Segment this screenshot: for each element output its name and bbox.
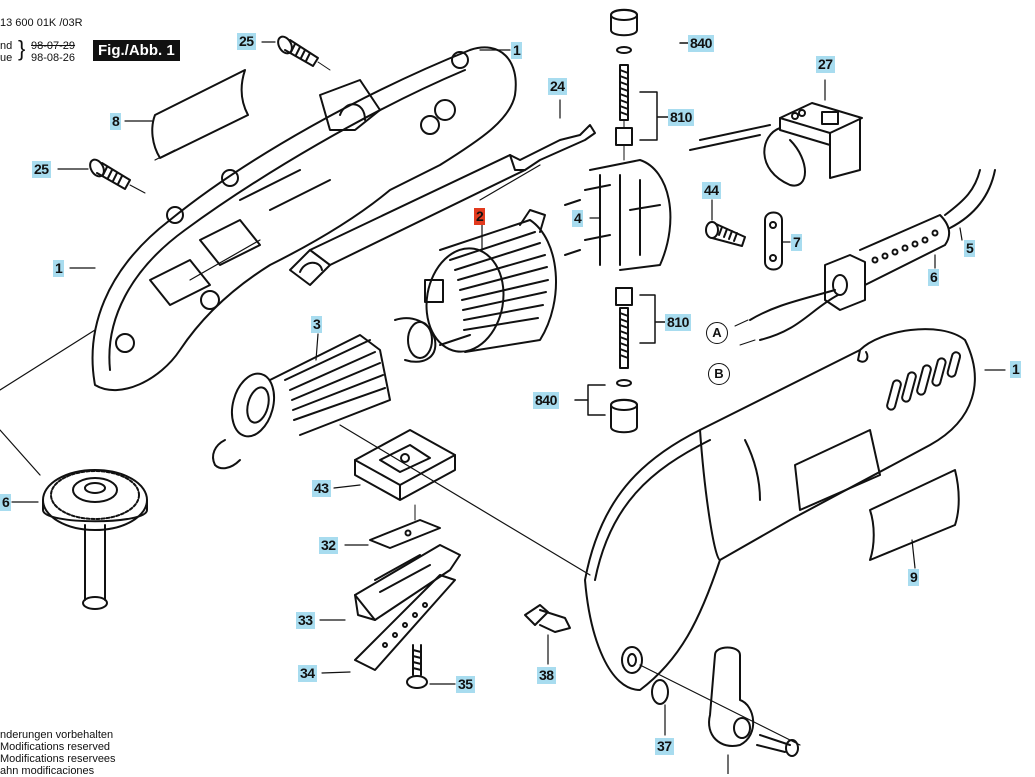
screw-44 <box>705 221 746 247</box>
callout-6-left: 6 <box>0 494 12 511</box>
brush-holder-4 <box>564 159 672 271</box>
screw-25-top <box>277 35 331 71</box>
armature-3 <box>212 317 471 470</box>
callout-25-top: 25 <box>237 33 256 50</box>
clip-38 <box>524 604 571 633</box>
callout-1-right: 1 <box>1010 361 1022 378</box>
stand-date: 98-07-29 <box>31 40 76 52</box>
plate-32 <box>369 504 441 549</box>
issue-date: 98-08-26 <box>31 52 76 64</box>
retaining-ring-37 <box>651 679 669 705</box>
part-number: 13 600 01K /03R <box>0 17 83 29</box>
label-plate-9 <box>869 469 960 561</box>
callout-8: 8 <box>110 113 122 130</box>
figure-label: Fig./Abb. 1 <box>93 40 180 61</box>
screw-35 <box>406 644 428 689</box>
switch-27 <box>689 102 863 187</box>
callout-840-bottom: 840 <box>533 392 559 409</box>
stand-label: nd <box>0 40 13 52</box>
callout-33: 33 <box>296 612 315 629</box>
bracket-840-bottom <box>574 384 606 416</box>
issue-label: ue <box>0 52 13 64</box>
callout-43: 43 <box>312 480 331 497</box>
callout-38: 38 <box>537 667 556 684</box>
bracket-43 <box>354 429 456 501</box>
callout-810-top: 810 <box>668 109 694 126</box>
connector-b-marker: B <box>708 363 730 385</box>
callout-1-top: 1 <box>511 42 523 59</box>
callout-7: 7 <box>791 234 803 251</box>
switch-bar-24 <box>289 124 596 286</box>
footer-line-en: Modifications reserved <box>0 741 111 753</box>
cable-sleeve-6 <box>734 214 951 346</box>
callout-810-bottom: 810 <box>665 314 691 331</box>
field-coil-2 <box>424 209 557 353</box>
callout-27: 27 <box>816 56 835 73</box>
footer-line-fr: Modifications reservees <box>0 753 116 765</box>
bracket-810-bottom <box>639 294 666 344</box>
callout-35: 35 <box>456 676 475 693</box>
callout-24: 24 <box>548 78 567 95</box>
callout-2: 2 <box>474 208 486 225</box>
housing-half-left <box>91 46 517 391</box>
spring-clip-33 <box>354 544 461 621</box>
callout-3: 3 <box>311 316 323 333</box>
connector-a-marker: A <box>706 322 728 344</box>
leader-lines <box>0 41 1006 774</box>
callout-25-left: 25 <box>32 161 51 178</box>
footer-line-de: nderungen vorbehalten <box>0 729 114 741</box>
brace-symbol: } <box>18 36 26 61</box>
housing-half-right <box>584 328 976 691</box>
lever <box>708 646 799 757</box>
screw-25-left <box>89 158 146 194</box>
callout-4: 4 <box>572 210 584 227</box>
cable-clamp-7 <box>764 211 783 271</box>
callout-44: 44 <box>702 182 721 199</box>
callout-1-left: 1 <box>53 260 65 277</box>
callout-840-top: 840 <box>688 35 714 52</box>
gear-6-left <box>42 469 148 610</box>
callout-6-right: 6 <box>928 269 940 286</box>
callout-37: 37 <box>655 738 674 755</box>
brush-assembly-bottom <box>610 287 638 434</box>
brush-assembly-top <box>610 8 638 161</box>
callout-34: 34 <box>298 665 317 682</box>
bracket-810-top <box>639 91 669 141</box>
power-cable-5 <box>944 169 996 229</box>
callout-5: 5 <box>964 240 976 257</box>
spring-clip-34 <box>354 574 456 671</box>
callout-9: 9 <box>908 569 920 586</box>
callout-32: 32 <box>319 537 338 554</box>
label-plate-8 <box>151 69 249 159</box>
